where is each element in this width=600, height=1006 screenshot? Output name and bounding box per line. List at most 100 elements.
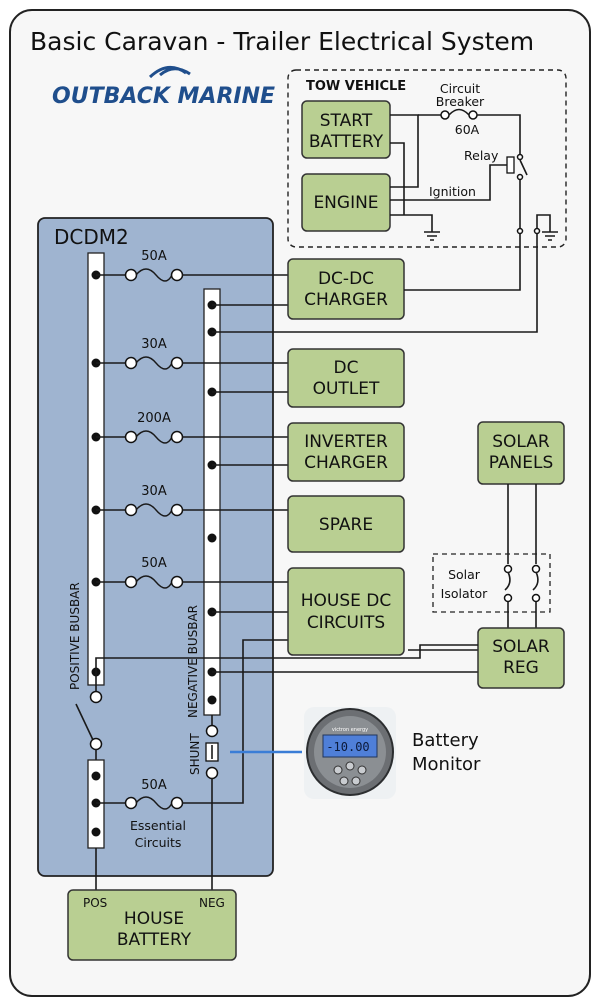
solar-isolator-line2: Isolator	[441, 586, 489, 601]
page-title: Basic Caravan - Trailer Electrical Syste…	[30, 27, 534, 56]
start-battery-box	[301, 100, 391, 159]
fuse-symbol	[135, 796, 173, 810]
isolator-terminal	[503, 593, 513, 603]
relay-switch-icon	[519, 159, 528, 176]
fuse-terminal	[170, 356, 184, 370]
logo: OUTBACK MARINE	[52, 65, 275, 109]
monitor-brand: victron energy	[332, 727, 368, 733]
monitor-button-5	[351, 776, 361, 786]
fuse-terminal	[170, 575, 184, 589]
dc-outlet-line1: DC	[334, 358, 359, 378]
ignition-wire	[390, 164, 507, 201]
fuse-symbol	[135, 575, 173, 589]
fuse-symbol	[135, 430, 173, 444]
house-battery-line1: HOUSE	[124, 909, 184, 929]
inverter-charger-line1: INVERTER	[304, 432, 388, 452]
tow-vehicle-heading: TOW VEHICLE	[306, 79, 406, 94]
fuse-terminal	[124, 268, 138, 282]
shunt-label: SHUNT	[188, 733, 202, 775]
spare-box	[287, 495, 405, 553]
negative-busbar-label: NEGATIVE BUSBAR	[186, 605, 200, 718]
inverter-charger-box	[287, 422, 405, 482]
breaker-terminal-left	[440, 110, 450, 120]
neg-stud-spare	[207, 533, 217, 543]
house-battery-box	[67, 889, 237, 961]
breaker-to-relay-wire	[477, 114, 521, 155]
isolator-terminal	[531, 564, 541, 574]
fuse-rating: 200A	[137, 411, 171, 426]
fuse-terminal	[170, 430, 184, 444]
ignition-label: Ignition	[429, 184, 476, 199]
ground-icon-2	[542, 231, 558, 241]
fuse-30a-spare: 30A	[91, 484, 288, 517]
essential-stud-3	[91, 827, 101, 837]
house-battery-line2: BATTERY	[117, 930, 192, 950]
fuse-rating: 30A	[141, 484, 167, 499]
fuse-terminal	[124, 575, 138, 589]
breaker-label-line1: Circuit	[440, 81, 480, 96]
relay-contact-top	[516, 153, 524, 161]
dcdc-charger-line2: CHARGER	[304, 290, 388, 310]
battery-monitor-label-line1: Battery	[412, 730, 479, 751]
neg-wire-tow	[212, 234, 538, 333]
tow-vehicle-area	[287, 69, 567, 248]
solar-reg-box	[477, 627, 565, 689]
house-dc-line2: CIRCUITS	[307, 613, 385, 633]
switch-terminal-top	[89, 690, 103, 704]
fuse-terminal	[124, 503, 138, 517]
fuse-rating: 50A	[141, 556, 167, 571]
solar-isolator-line1: Solar	[448, 567, 481, 582]
fuse-symbol	[135, 268, 173, 282]
fuse-symbol	[135, 356, 173, 370]
relay-coil-icon	[506, 156, 515, 174]
isolator-switch-icon	[504, 571, 511, 591]
monitor-screen	[322, 734, 378, 758]
breaker-symbol	[448, 108, 470, 116]
solar-panels-box	[477, 421, 565, 485]
isolator-switch-pos	[503, 564, 513, 603]
monitor-button-4	[339, 776, 349, 786]
monitor-button-3	[357, 765, 367, 775]
dcdc-charger-line1: DC-DC	[318, 269, 374, 289]
fuse-50a-house: 50A	[91, 556, 288, 589]
start-battery-line2: BATTERY	[309, 132, 384, 152]
breaker-rating: 60A	[455, 122, 480, 137]
isolator-switch-neg	[531, 564, 541, 603]
shunt-terminal-bottom	[205, 766, 219, 780]
isolator-terminal	[503, 564, 513, 574]
fuse-terminal	[124, 356, 138, 370]
fuse-terminal	[170, 796, 184, 810]
engine-ground-wire	[390, 214, 433, 232]
dc-outlet-box	[287, 348, 405, 408]
relay-contact-bottom	[516, 173, 524, 181]
fuse-terminal	[170, 503, 184, 517]
fuse-terminal	[124, 430, 138, 444]
solar-reg-line1: SOLAR	[492, 637, 550, 657]
neg-stud-bottom	[207, 695, 217, 705]
essential-label-line1: Essential	[130, 818, 186, 833]
essential-stud-1	[91, 771, 101, 781]
isolator-switch-icon	[532, 571, 539, 591]
relay-label: Relay	[464, 148, 499, 163]
switch-terminal-bottom	[89, 737, 103, 751]
monitor-button-2	[345, 761, 355, 771]
fuse-50a-dcdc: 50A	[91, 249, 288, 282]
house-battery-neg: NEG	[199, 896, 225, 910]
solar-isolator-area	[432, 553, 551, 613]
fuse-200a-inverter: 200A	[91, 411, 288, 444]
battery-monitor-label-line2: Monitor	[412, 754, 481, 775]
solar-reg-line2: REG	[503, 658, 539, 678]
start-negative-wire	[390, 142, 405, 215]
breaker-terminal-right	[468, 110, 478, 120]
fuse-terminal	[170, 268, 184, 282]
dc-outlet-line2: OUTLET	[313, 379, 380, 399]
trailer-plug-pin-neg	[533, 227, 541, 235]
house-battery-pos: POS	[83, 896, 107, 910]
trailer-plug-pin-pos	[516, 227, 524, 235]
engine-box	[301, 173, 391, 232]
fuse-rating: 30A	[141, 337, 167, 352]
spare-label: SPARE	[319, 515, 373, 535]
positive-busbar	[87, 252, 105, 686]
inverter-charger-line2: CHARGER	[304, 453, 388, 473]
